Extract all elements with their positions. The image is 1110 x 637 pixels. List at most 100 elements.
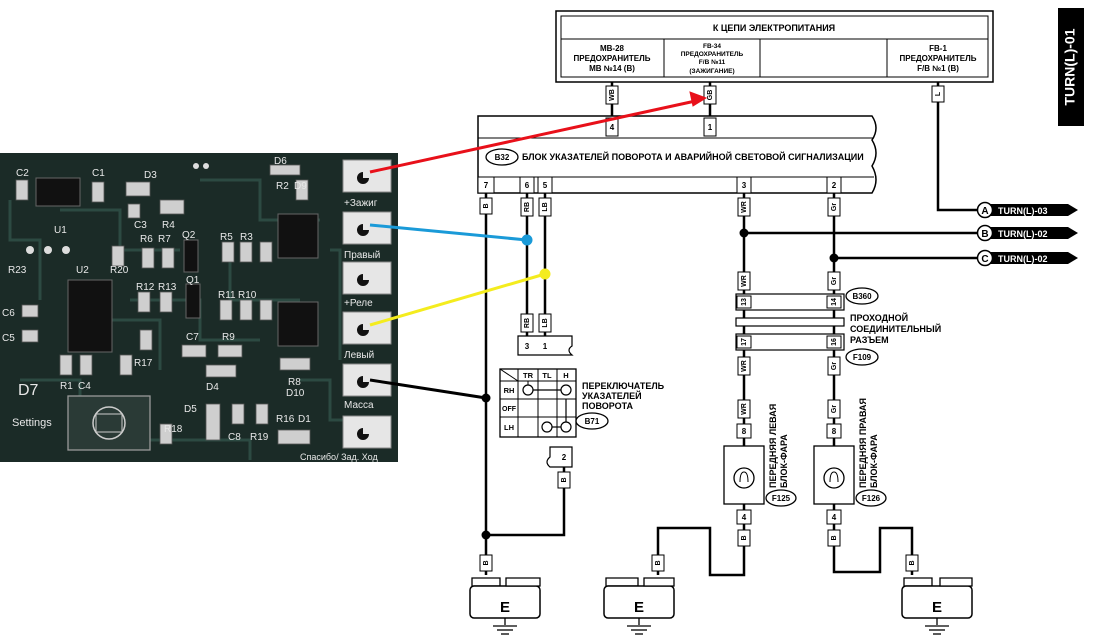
pcb-ref-r7: R7 [158, 234, 171, 245]
switch-row-off: OFF [502, 406, 517, 413]
lamp-right-pin-4: 4 [832, 513, 837, 522]
pcb-ref-r17: R17 [134, 358, 153, 369]
pcb-ref-d4: D4 [206, 382, 219, 393]
wire-tag-b-4: B [827, 529, 841, 547]
pcb-ref-q1: Q1 [186, 275, 200, 286]
ref-a: A TURN(L)-03 [976, 201, 1078, 219]
svg-text:WR: WR [741, 275, 748, 287]
wire-tag-lb-2: LB [538, 313, 552, 333]
switch-pin-2: 2 [562, 453, 567, 462]
wire-tag-lb-1: LB [538, 197, 552, 217]
fuse-1-line-3: MB №14 (B) [589, 64, 635, 73]
pcb-ref-r6: R6 [140, 234, 153, 245]
svg-text:L: L [935, 91, 942, 96]
pcb-ref-u1: U1 [54, 225, 67, 236]
conn-pin-13: 13 [741, 298, 748, 306]
turn-switch: RB LB 3 1 TR TL H RH OFF LH 2 [499, 313, 665, 489]
unit-pin-bottom-2: 2 [832, 181, 837, 190]
svg-text:Gr: Gr [831, 203, 838, 211]
fuse-3-line-2: ПРЕДОХРАНИТЕЛЬ [900, 54, 977, 63]
lamp-left-pin-4: 4 [742, 513, 747, 522]
pcb-ref-r20: R20 [110, 265, 129, 276]
pcb-ref-r2: R2 [276, 181, 289, 192]
blue-wire-end [521, 234, 533, 246]
pcb-pad-reverse: Спасибо/ Зад. Ход [300, 452, 378, 462]
wire-tag-wr-4: WR [737, 399, 751, 419]
conn-pin-14: 14 [831, 298, 838, 306]
conn-pin-17: 17 [741, 338, 748, 346]
fuse-2-line-3: F/B №11 [699, 59, 726, 66]
unit-pin-bottom-7: 7 [484, 181, 489, 190]
switch-pin-3: 3 [525, 342, 530, 351]
svg-text:LB: LB [542, 202, 549, 211]
svg-text:Gr: Gr [831, 362, 838, 370]
svg-text:B: B [483, 560, 490, 565]
svg-text:C: C [981, 254, 988, 265]
unit-pin-bottom-3: 3 [742, 181, 747, 190]
pcb-board: C2 C1 D3 D6 R2 D9 U1 C3 R4 R6 R7 Q2 R5 R… [0, 153, 398, 462]
svg-text:WR: WR [741, 201, 748, 213]
pcb-settings: Settings [12, 417, 52, 429]
conn-label-2: СОЕДИНИТЕЛЬНЫЙ [850, 323, 941, 334]
svg-text:B: B [909, 560, 916, 565]
svg-text:B: B [483, 203, 490, 208]
connection-lines [369, 91, 708, 400]
pcb-ref-d1: D1 [298, 414, 311, 425]
svg-text:WR: WR [741, 360, 748, 372]
pcb-ref-c8: C8 [228, 432, 241, 443]
junction-dots [481, 228, 839, 540]
fuse-2-line-1: FB-34 [703, 43, 721, 50]
svg-text:Gr: Gr [831, 277, 838, 285]
wire-tag-b-7: B [905, 554, 919, 572]
svg-text:B: B [981, 229, 988, 240]
unit-code: B32 [495, 153, 510, 162]
pcb-ref-c7: C7 [186, 332, 199, 343]
pcb-ref-r8: R8 [288, 377, 301, 388]
svg-text:TURN(L)-02: TURN(L)-02 [998, 254, 1048, 264]
wire-tag-b-2: B [557, 471, 571, 489]
unit-pin-top-4: 4 [610, 123, 615, 132]
pcb-ref-c6: C6 [2, 308, 15, 319]
pass-connector: WR Gr 13 14 17 16 B360 ПРОХОДНОЙ СОЕДИНИ… [735, 271, 941, 376]
pcb-pad-ignition: +Зажиг [344, 198, 378, 209]
unit-title: БЛОК УКАЗАТЕЛЕЙ ПОВОРОТА И АВАРИЙНОЙ СВЕ… [522, 151, 864, 162]
lamp-left: WR 8 4 B ПЕРЕДНЯЯ ЛЕВАЯ БЛОК-ФАРА F125 [723, 399, 797, 547]
pcb-ref-u2: U2 [76, 265, 89, 276]
conn-code-2: F109 [853, 353, 872, 362]
wire-tag-b-6: B [651, 554, 665, 572]
fuse-3-line-3: F/B №1 (B) [917, 64, 959, 73]
lamp-right-code: F126 [862, 494, 881, 503]
svg-text:TURN(L)-02: TURN(L)-02 [998, 229, 1048, 239]
pcb-ref-c5: C5 [2, 333, 15, 344]
page-label-text: TURN(L)-01 [1062, 28, 1078, 105]
switch-col-tr: TR [523, 371, 534, 380]
pcb-pad-ground: Масса [344, 400, 374, 411]
wire-tag-gr-1: Gr [827, 197, 841, 217]
conn-code-1: B360 [852, 292, 872, 301]
wire-tag-wr-3: WR [737, 356, 751, 376]
pcb-ref-r16: R16 [276, 414, 295, 425]
svg-text:WB: WB [609, 89, 616, 101]
svg-text:LB: LB [542, 318, 549, 327]
page-label: TURN(L)-01 [1058, 8, 1084, 126]
ground-left-label: E [500, 599, 510, 616]
wire-tag-b-5: B [479, 554, 493, 572]
ref-c: C TURN(L)-02 [976, 249, 1078, 267]
pcb-ref-r19: R19 [250, 432, 269, 443]
unit-pin-bottom-6: 6 [525, 181, 530, 190]
red-arrow-head [689, 91, 708, 107]
wire-tag-wb: WB [605, 85, 619, 105]
lamp-right-label-1: ПЕРЕДНЯЯ ПРАВАЯ [858, 398, 868, 488]
fuse-1-line-2: ПРЕДОХРАНИТЕЛЬ [574, 54, 651, 63]
pcb-ref-c3: C3 [134, 220, 147, 231]
lamp-right-pin-8: 8 [832, 427, 837, 436]
conn-label-1: ПРОХОДНОЙ [850, 312, 908, 323]
svg-text:A: A [981, 206, 988, 217]
pcb-ref-r4: R4 [162, 220, 175, 231]
wire-tag-rb-2: RB [520, 313, 534, 333]
yellow-wire-end [539, 268, 551, 280]
svg-text:Gr: Gr [831, 405, 838, 413]
pcb-pad-relay: +Реле [344, 298, 373, 309]
pcb-pad-right: Правый [344, 250, 380, 261]
